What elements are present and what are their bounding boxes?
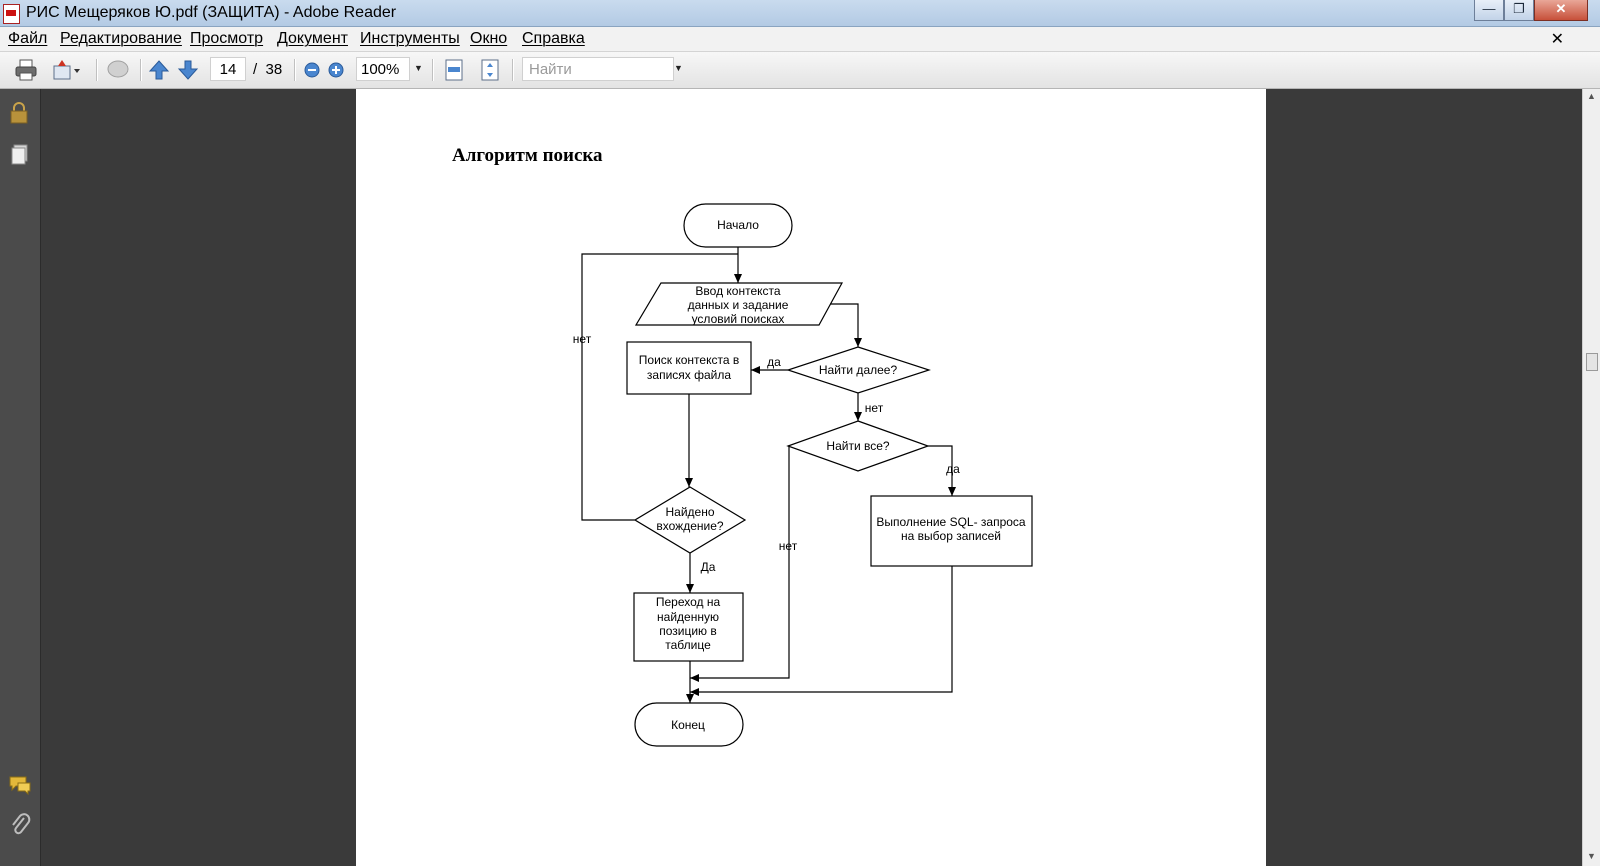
title-bar: РИС Мещеряков Ю.pdf (ЗАЩИТА) - Adobe Rea… <box>0 0 1600 27</box>
search-records-label-line-2: записях файла <box>647 368 731 382</box>
attachments-paperclip-icon[interactable] <box>9 813 31 837</box>
toolbar-separator <box>294 59 296 81</box>
branch-no-label: нет <box>865 401 884 415</box>
menu-file[interactable]: Файл <box>8 30 48 47</box>
search-records-label-line-1: Поиск контекста в <box>639 353 739 367</box>
connector <box>690 566 953 696</box>
pdf-page[interactable]: Алгоритм поиска <box>356 89 1266 866</box>
branch-yes-label: да <box>767 355 781 369</box>
goto-label-line-1: Переход на <box>656 595 721 609</box>
find-next-label: Найти далее? <box>819 363 898 377</box>
page-total: / 38 <box>253 61 283 78</box>
zoom-in-icon[interactable] <box>328 62 344 78</box>
menu-bar: Файл Редактирование Просмотр Документ Ин… <box>0 27 1600 52</box>
previous-page-icon[interactable] <box>148 59 170 81</box>
next-page-icon[interactable] <box>177 59 199 81</box>
page-heading: Алгоритм поиска <box>452 145 603 166</box>
connector <box>928 445 956 496</box>
comment-bubble-icon[interactable] <box>106 58 130 82</box>
sql-query-box <box>870 495 1033 567</box>
security-lock-icon[interactable] <box>8 101 30 125</box>
zoom-dropdown-icon[interactable]: ▼ <box>414 63 423 73</box>
window-title: РИС Мещеряков Ю.pdf (ЗАЩИТА) - Adobe Rea… <box>26 4 397 21</box>
found-label-line-1: Найдено <box>665 505 714 519</box>
branch-yes-label: Да <box>701 560 716 574</box>
sql-label-line-2: на выбор записей <box>901 529 1001 543</box>
input-label-line-1: Ввод контекста <box>695 284 780 298</box>
scroll-down-icon[interactable]: ▼ <box>1587 851 1596 861</box>
menu-help[interactable]: Справка <box>522 30 585 47</box>
close-window-button[interactable]: ✕ <box>1534 0 1588 21</box>
pdf-app-icon <box>3 4 20 24</box>
find-all-decision <box>786 420 930 472</box>
find-all-label: Найти все? <box>826 439 889 453</box>
print-icon[interactable] <box>14 58 38 82</box>
pages-icon[interactable] <box>9 143 31 167</box>
menu-document[interactable]: Документ <box>277 30 348 47</box>
goto-label-line-2: найденную <box>657 610 719 624</box>
connector <box>830 303 862 347</box>
input-parallelogram <box>634 282 844 326</box>
zoom-out-icon[interactable] <box>304 62 320 78</box>
found-label-line-2: вхождение? <box>656 519 723 533</box>
menu-tools[interactable]: Инструменты <box>360 30 460 47</box>
end-label: Конец <box>671 718 705 732</box>
menu-edit[interactable]: Редактирование <box>60 30 182 47</box>
goto-label-line-4: таблице <box>665 638 711 652</box>
toolbar-separator <box>140 59 142 81</box>
menu-view[interactable]: Просмотр <box>190 30 264 47</box>
fit-page-icon[interactable] <box>480 58 500 82</box>
toolbar-separator <box>432 59 434 81</box>
fit-width-icon[interactable] <box>444 58 464 82</box>
toolbar-separator <box>96 59 98 81</box>
branch-yes-label: да <box>946 462 960 476</box>
scroll-up-icon[interactable]: ▲ <box>1587 91 1596 101</box>
search-records-box <box>626 341 752 395</box>
branch-no-label: нет <box>779 539 798 553</box>
connector <box>581 253 738 521</box>
connector <box>690 445 790 682</box>
zoom-select[interactable]: 100% <box>356 57 410 81</box>
goto-label-line-3: позицию в <box>659 624 717 638</box>
end-terminal <box>634 702 744 747</box>
page-number-input[interactable]: 14 <box>210 57 246 81</box>
branch-no-label: нет <box>573 332 592 346</box>
search-algorithm-flowchart: Начало Ввод контекста данных и задание у… <box>573 203 1033 747</box>
menu-window[interactable]: Окно <box>470 30 508 47</box>
start-label: Начало <box>717 218 759 232</box>
input-label-line-2: данных и задание <box>688 298 789 312</box>
goto-position-box <box>633 592 744 662</box>
close-document-icon[interactable]: ✕ <box>1550 31 1564 48</box>
navigation-panel <box>0 89 41 866</box>
share-icon[interactable] <box>52 58 82 82</box>
restore-button[interactable]: ❐ <box>1504 0 1534 21</box>
scroll-thumb[interactable] <box>1586 353 1598 371</box>
vertical-scrollbar[interactable]: ▲ ▼ <box>1582 89 1600 866</box>
minimize-button[interactable]: — <box>1474 0 1504 21</box>
toolbar-separator <box>512 59 514 81</box>
toolbar: 14 / 38 100% ▼ Найти ▼ <box>0 52 1600 89</box>
search-input[interactable]: Найти <box>522 57 674 81</box>
sql-label-line-1: Выполнение SQL- запроса <box>876 515 1026 529</box>
search-dropdown-icon[interactable]: ▼ <box>674 63 683 73</box>
input-label-line-3: условий поисках <box>692 312 785 326</box>
comments-icon[interactable] <box>8 775 32 795</box>
